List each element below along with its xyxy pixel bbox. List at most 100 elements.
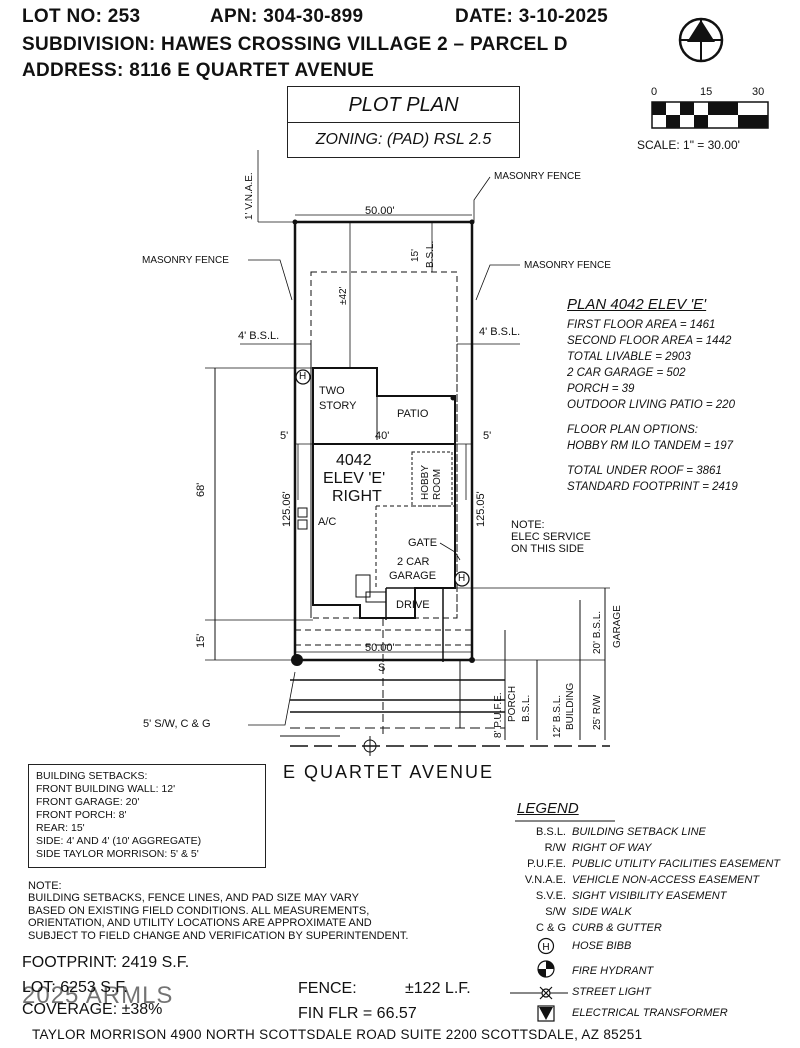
- fin-flr: FIN FLR = 66.57: [298, 1005, 417, 1022]
- dim-building-2: BUILDING: [565, 682, 576, 730]
- coverage-stat: COVERAGE: ±38%: [22, 1001, 163, 1018]
- plan-total-livable: TOTAL LIVABLE = 2903: [567, 351, 691, 363]
- hose-bibb-label-2: H: [458, 573, 466, 584]
- legend-code: V.N.A.E.: [524, 874, 566, 886]
- side-left-dim: 5': [280, 430, 289, 442]
- legend-desc: CURB & GUTTER: [572, 922, 662, 934]
- note-title: NOTE:: [28, 880, 62, 892]
- side-bsl-right: 4' B.S.L.: [479, 326, 521, 338]
- side-right-dim: 5': [483, 430, 492, 442]
- plan-second-floor: SECOND FLOOR AREA = 1442: [567, 335, 732, 347]
- legend-desc: BUILDING SETBACK LINE: [572, 826, 706, 838]
- lot-width-top: 50.00': [365, 205, 395, 217]
- fence-value: ±122 L.F.: [405, 980, 471, 997]
- elec-note-1: NOTE:: [511, 519, 545, 531]
- electrical-transformer-icon: [537, 1005, 555, 1022]
- note-line-4: SUBJECT TO FIELD CHANGE AND VERIFICATION…: [28, 929, 409, 942]
- dim-rw: 25' R/W: [592, 694, 603, 730]
- legend-code: S/W: [545, 906, 566, 918]
- hose-bibb-label-1: H: [299, 371, 307, 382]
- lot-number: LOT NO: 253: [22, 6, 141, 27]
- plan-patio: OUTDOOR LIVING PATIO = 220: [567, 399, 735, 411]
- setback-title: BUILDING SETBACKS:: [36, 770, 148, 782]
- legend-code: R/W: [544, 842, 566, 854]
- plan-total-roof: TOTAL UNDER ROOF = 3861: [567, 465, 722, 477]
- footprint-stat: FOOTPRINT: 2419 S.F.: [22, 954, 190, 971]
- dim-porch-3: B.S.L.: [521, 694, 532, 722]
- dim-porch-2: PORCH: [507, 685, 518, 722]
- setback-rear: REAR: 15': [36, 822, 85, 834]
- fence-label: FENCE:: [298, 980, 357, 997]
- plan-name-1: 4042: [336, 452, 372, 469]
- rear-setback: 15': [410, 248, 421, 262]
- front-setback-15: 15': [195, 633, 207, 648]
- subdivision: SUBDIVISION: HAWES CROSSING VILLAGE 2 – …: [22, 34, 568, 55]
- sidewalk-label: 5' S/W, C & G: [143, 718, 211, 730]
- scale-tick-30: 30: [752, 86, 765, 98]
- gate-label: GATE: [408, 537, 438, 549]
- masonry-fence-right: MASONRY FENCE: [524, 260, 611, 271]
- pad-depth: ±42': [338, 286, 349, 305]
- plan-options-title: FLOOR PLAN OPTIONS:: [567, 424, 698, 436]
- legend-code: B.S.L.: [536, 826, 566, 838]
- dim-garage: 20' B.S.L.: [592, 610, 603, 654]
- armls-watermark: 2025 ARMLS: [22, 982, 174, 1009]
- north-arrow-icon: [678, 17, 724, 63]
- zoning-label: ZONING: (PAD) RSL 2.5: [315, 131, 492, 148]
- elec-note-3: ON THIS SIDE: [511, 543, 585, 555]
- sewer-label: S: [378, 662, 386, 674]
- lot-depth-right: 125.05': [475, 491, 487, 527]
- fire-hydrant-icon: [291, 654, 303, 666]
- lot-width-bottom: 50.00': [365, 642, 395, 654]
- legend-title: LEGEND: [517, 800, 579, 817]
- room-two-story-2: STORY: [319, 400, 357, 412]
- setback-front-porch: FRONT PORCH: 8': [36, 809, 127, 821]
- scale-tick-0: 0: [651, 86, 658, 98]
- side-bsl-left: 4' B.S.L.: [238, 330, 280, 342]
- legend-code: C & G: [536, 922, 566, 934]
- legend-street-light: STREET LIGHT: [572, 986, 651, 998]
- legend-desc: SIDE WALK: [572, 906, 632, 918]
- garage-label-1: 2 CAR: [397, 556, 430, 568]
- plan-name-3: RIGHT: [332, 488, 382, 505]
- general-note: NOTE: BUILDING SETBACKS, FENCE LINES, AN…: [28, 880, 408, 942]
- setbacks-box: BUILDING SETBACKS: FRONT BUILDING WALL: …: [28, 764, 266, 868]
- drive-label: DRIVE: [396, 599, 430, 611]
- legend-desc: PUBLIC UTILITY FACILITIES EASEMENT: [572, 858, 781, 870]
- note-line-1: BUILDING SETBACKS, FENCE LINES, AND PAD …: [28, 892, 359, 905]
- setback-side: SIDE: 4' AND 4' (10' AGGREGATE): [36, 835, 202, 847]
- date: DATE: 3-10-2025: [455, 6, 609, 27]
- rear-bsl-label: B.S.L.: [425, 240, 436, 268]
- plan-std-footprint: STANDARD FOOTPRINT = 2419: [567, 481, 738, 493]
- house-width: 40': [375, 430, 390, 442]
- garage-label-2: GARAGE: [389, 570, 437, 582]
- company-footer: TAYLOR MORRISON 4900 NORTH SCOTTSDALE RO…: [32, 1027, 643, 1042]
- note-line-2: BASED ON EXISTING FIELD CONDITIONS. ALL …: [28, 904, 370, 917]
- legend-desc: RIGHT OF WAY: [572, 842, 652, 854]
- lot-stat: LOT: 6253 S.F.: [22, 979, 128, 996]
- plan-hobby: HOBBY RM ILO TANDEM = 197: [567, 440, 734, 452]
- scale-tick-15: 15: [700, 86, 713, 98]
- room-two-story-1: TWO: [319, 385, 345, 397]
- ac-label: A/C: [318, 516, 337, 528]
- street-light-icon: [510, 986, 568, 1000]
- svg-text:H: H: [542, 942, 549, 953]
- apn: APN: 304-30-899: [210, 6, 364, 27]
- dim-porch: 8' P.U.F.E.: [493, 692, 504, 738]
- legend-hose-bibb: HOSE BIBB: [572, 940, 632, 952]
- building-setback-line: [310, 271, 458, 619]
- depth-68: 68': [195, 482, 207, 497]
- elec-note: NOTE: ELEC SERVICE ON THIS SIDE: [511, 519, 591, 555]
- legend-desc: VEHICLE NON-ACCESS EASEMENT: [572, 874, 760, 886]
- plan-title: PLAN 4042 ELEV 'E': [567, 296, 707, 313]
- scale-bar: [651, 101, 769, 129]
- masonry-fence-top: MASONRY FENCE: [494, 171, 581, 182]
- lot-depth-left: 125.06': [281, 491, 293, 527]
- plan-garage: 2 CAR GARAGE = 502: [567, 367, 686, 379]
- masonry-fence-left: MASONRY FENCE: [142, 255, 229, 266]
- dim-building: 12' B.S.L.: [552, 694, 563, 738]
- hobby-room-2: ROOM: [432, 468, 443, 500]
- legend-code: P.U.F.E.: [527, 858, 566, 870]
- street-name: E QUARTET AVENUE: [283, 762, 495, 782]
- hose-bibb-icon: H: [537, 937, 555, 955]
